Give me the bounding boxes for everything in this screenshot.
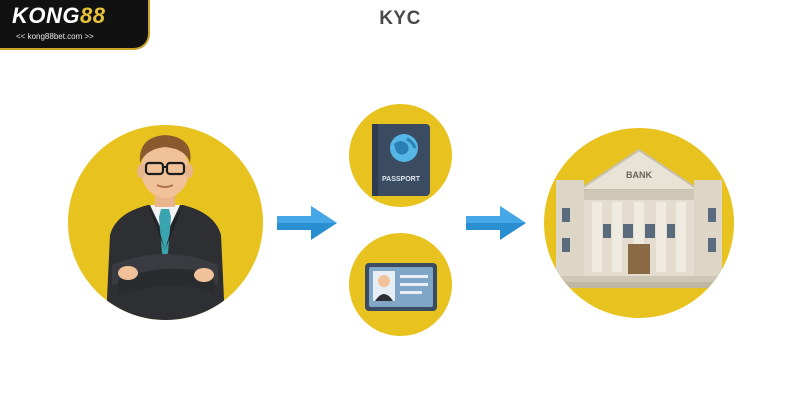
person-circle <box>68 125 263 320</box>
brand-name: KONG88 <box>12 3 105 29</box>
person-icon <box>106 135 225 320</box>
bank-label: BANK <box>626 170 652 180</box>
brand-name-part1: KONG <box>12 3 80 28</box>
arrow-right-icon <box>277 206 337 240</box>
bank-icon <box>548 148 730 288</box>
arrow-right-icon <box>466 206 526 240</box>
brand-logo: KONG88 << kong88bet.com >> <box>0 0 150 50</box>
passport-icon <box>372 124 430 196</box>
id-card-icon <box>365 263 437 311</box>
id-card-circle <box>349 233 452 336</box>
brand-url: << kong88bet.com >> <box>16 32 94 41</box>
brand-name-part2: 88 <box>80 3 106 28</box>
bank-circle: BANK <box>544 128 734 318</box>
passport-label: PASSPORT <box>382 176 420 183</box>
passport-circle: PASSPORT <box>349 104 452 207</box>
page-title: KYC <box>379 8 421 29</box>
